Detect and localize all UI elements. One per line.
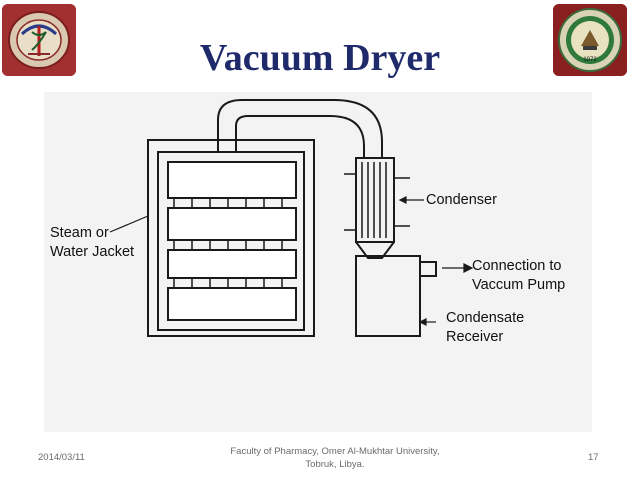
vacuum-pump-label: Connection to Vaccum Pump — [472, 257, 565, 295]
footer-affiliation-line2: Tobruk, Libya. — [305, 459, 365, 470]
faculty-logo — [2, 4, 76, 76]
condenser-body — [355, 157, 395, 243]
footer-affiliation-line1: Faculty of Pharmacy, Omer Al-Mukhtar Uni… — [230, 446, 440, 457]
dryer-shelf — [167, 207, 297, 241]
condenser-label-text: Condenser — [426, 192, 497, 208]
scan-background — [44, 92, 592, 432]
vacuum-dryer-diagram — [44, 92, 592, 432]
chamber-inner-wall — [157, 151, 305, 331]
dryer-shelf — [167, 161, 297, 199]
vapour-duct-outer — [217, 99, 383, 158]
condenser-funnel — [355, 241, 395, 259]
condenser-tubes — [361, 162, 387, 238]
pointer-arrows — [109, 196, 474, 326]
university-logo: 1972 — [553, 4, 627, 76]
page-number: 17 — [588, 452, 599, 463]
footer-affiliation: Faculty of Pharmacy, Omer Al-Mukhtar Uni… — [200, 445, 470, 471]
condensate-receiver-label: Condensate Receiver — [446, 309, 524, 347]
vacuum-pump-label-line2: Vaccum Pump — [472, 277, 566, 293]
condenser-label: Condenser — [426, 191, 497, 210]
cooling-water-pipes — [344, 173, 410, 231]
condensate-receiver-label-line1: Condensate — [446, 310, 525, 326]
seal-year: 1972 — [583, 57, 597, 63]
steam-jacket-label-line2: Water Jacket — [50, 244, 135, 260]
shelf-connectors — [173, 198, 283, 288]
steam-jacket-label-line1: Steam or — [50, 225, 109, 241]
vacuum-pump-label-line1: Connection to — [472, 258, 562, 274]
pump-outlet-pipe — [420, 261, 437, 277]
condensate-receiver-label-line2: Receiver — [446, 329, 504, 345]
jacket-outer-wall — [147, 139, 315, 337]
diagram-drawing — [44, 92, 592, 432]
university-seal-icon: 1972 — [553, 4, 627, 76]
slide-title: Vacuum Dryer — [199, 37, 441, 79]
dryer-shelf — [167, 249, 297, 279]
steam-jacket-label: Steam or Water Jacket — [50, 224, 134, 262]
condensate-receiver — [355, 255, 421, 337]
faculty-crest-icon — [2, 4, 76, 76]
footer-date: 2014/03/11 — [38, 452, 85, 463]
dryer-shelf — [167, 287, 297, 321]
vapour-duct-inner — [235, 115, 365, 158]
